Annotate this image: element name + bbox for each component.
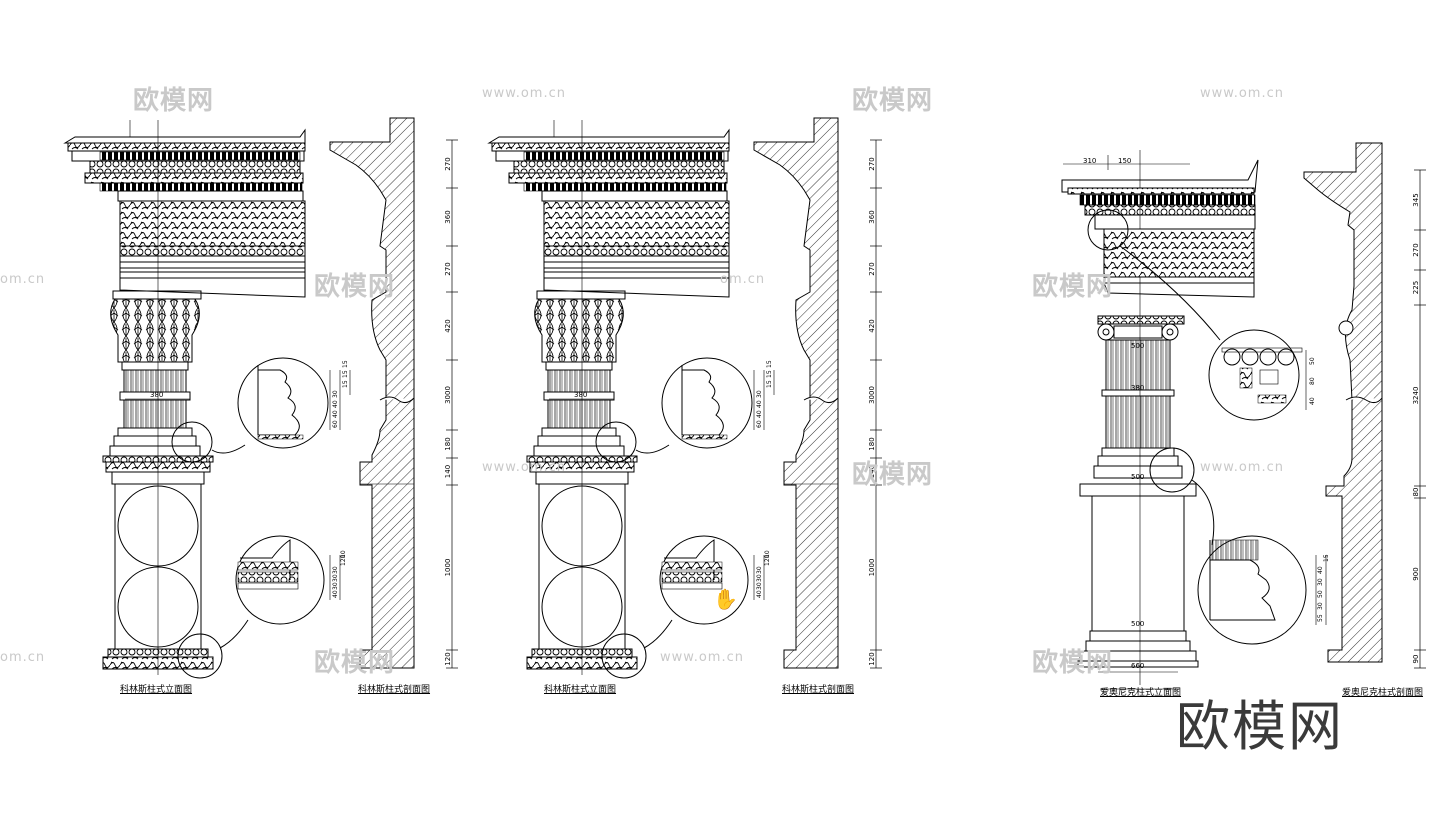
dimension-label: 30 <box>756 566 763 574</box>
dimension-label: 15 <box>766 360 773 368</box>
dimension-label: 3240 <box>1412 387 1420 405</box>
dimension-label: 50 <box>1317 590 1324 598</box>
dimension-label: 40 <box>756 400 763 408</box>
dimension-label: 380 <box>1131 384 1144 392</box>
dimension-label: 55 <box>1317 614 1324 622</box>
dimension-label: 10 <box>764 550 771 558</box>
dimension-label: 40 <box>332 400 339 408</box>
dimension-label: 120 <box>340 554 347 566</box>
caption-ionic-elevation: 爱奥尼克柱式立面图 <box>1100 688 1182 698</box>
dimension-label: 420 <box>444 319 452 332</box>
dimension-label: 15 <box>342 360 349 368</box>
dimension-label: 80 <box>1309 377 1316 385</box>
dimension-label: 225 <box>1412 281 1420 294</box>
dimension-label: 15 <box>766 370 773 378</box>
dimension-label: 30 <box>332 574 339 582</box>
dimension-label: 500 <box>1131 473 1144 481</box>
dimension-label: 120 <box>764 554 771 566</box>
dimension-label: 15 <box>1323 554 1330 562</box>
caption-ionic-section: 爱奥尼克柱式剖面图 <box>1342 688 1424 698</box>
dimension-label: 360 <box>444 210 452 223</box>
corinthian-section-right: 270 360 270 420 3000 180 140 1000 120 <box>753 117 882 669</box>
dimension-label: 40 <box>1317 566 1324 574</box>
dimension-label: 360 <box>868 210 876 223</box>
dimension-label: 60 <box>332 420 339 428</box>
dimension-label: 120 <box>868 652 876 665</box>
dimension-label: 30 <box>332 566 339 574</box>
dimension-label: 80 <box>1412 488 1420 497</box>
dimension-label: 180 <box>444 437 452 450</box>
dimension-label: 900 <box>1412 567 1420 580</box>
dimension-label: 140 <box>868 465 876 478</box>
dimension-label: 150 <box>1118 157 1131 165</box>
dimension-label: 140 <box>444 465 452 478</box>
dimension-label: 15 <box>342 380 349 388</box>
dimension-label: 660 <box>1131 662 1144 670</box>
ionic-elevation: 310 150 500 380 500 500 660 40 80 50 55 30 50 30 40 15 <box>1061 150 1330 690</box>
dimension-label: 15 <box>766 380 773 388</box>
caption-corinthian-elevation: 科林斯柱式立面图 <box>120 685 193 695</box>
dimension-label: 15 <box>342 370 349 378</box>
dimension-label: 3000 <box>444 386 452 404</box>
dimension-label: 420 <box>868 319 876 332</box>
caption-corinthian-elevation: 科林斯柱式立面图 <box>544 685 617 695</box>
dimension-label: 3000 <box>868 386 876 404</box>
dimension-label: 30 <box>332 390 339 398</box>
caption-corinthian-section: 科林斯柱式剖面图 <box>358 685 431 695</box>
dimension-label: 30 <box>756 574 763 582</box>
dimension-label: 120 <box>444 652 452 665</box>
brand-logo: 欧模网 <box>1176 695 1344 758</box>
dimension-label: 60 <box>756 420 763 428</box>
dimension-label: 40 <box>756 590 763 598</box>
dimension-label: 270 <box>868 262 876 275</box>
dimension-label: 40 <box>332 410 339 418</box>
dimension-label: 500 <box>1131 620 1144 628</box>
dimension-label: 90 <box>1412 655 1420 664</box>
dimension-label: 30 <box>756 582 763 590</box>
dimension-label: 310 <box>1083 157 1096 165</box>
dimension-label: 30 <box>1317 578 1324 586</box>
dimension-label: 500 <box>1131 342 1144 350</box>
dimension-label: 40 <box>332 590 339 598</box>
dimension-label: 1000 <box>868 559 876 577</box>
corinthian-section-left: 270 360 270 420 3000 180 140 1000 120 <box>329 117 458 669</box>
dimension-label: 50 <box>1309 357 1316 365</box>
dimension-label: 30 <box>756 390 763 398</box>
dimension-label: 1000 <box>444 559 452 577</box>
dimension-label: 30 <box>1317 602 1324 610</box>
dimension-label: 270 <box>1412 243 1420 256</box>
dimension-label: 180 <box>868 437 876 450</box>
dimension-label: 345 <box>1412 193 1420 206</box>
dimension-label: 40 <box>1309 397 1316 405</box>
ionic-section: 345 270 225 3240 80 900 90 <box>1303 142 1426 669</box>
dimension-label: 380 <box>150 391 163 399</box>
hand-cursor-icon: ✋ <box>713 587 738 611</box>
dimension-label: 30 <box>332 582 339 590</box>
dimension-label: 10 <box>340 550 347 558</box>
dimension-label: 380 <box>574 391 587 399</box>
dimension-label: 40 <box>756 410 763 418</box>
dimension-label: 270 <box>868 157 876 170</box>
caption-corinthian-section: 科林斯柱式剖面图 <box>782 685 855 695</box>
dimension-label: 270 <box>444 157 452 170</box>
dimension-label: 270 <box>444 262 452 275</box>
